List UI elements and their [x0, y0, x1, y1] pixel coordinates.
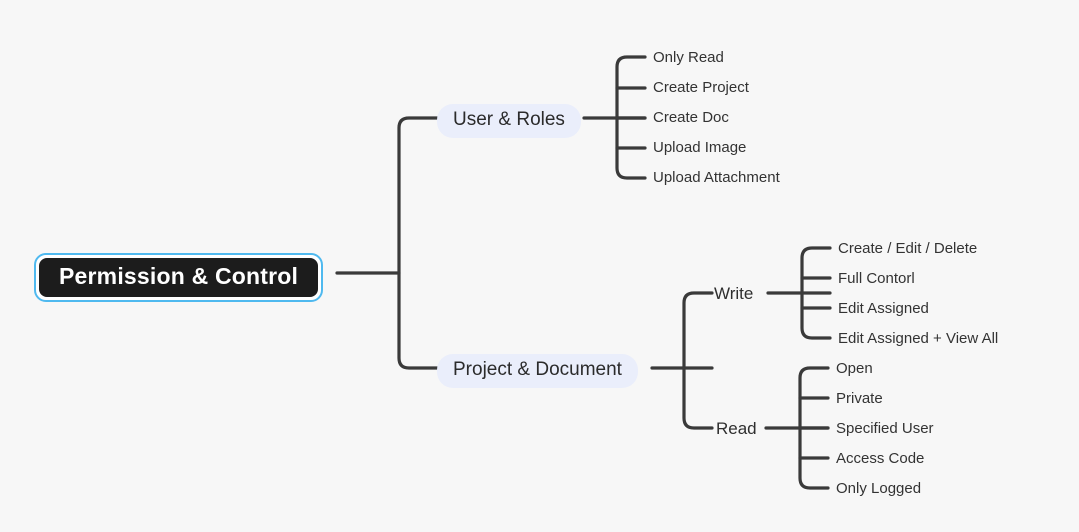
leaf-node-create-doc[interactable]: Create Doc: [653, 109, 729, 126]
leaf-node-create-edit-delete[interactable]: Create / Edit / Delete: [838, 240, 978, 257]
branch-node-user-roles[interactable]: User & Roles: [437, 104, 581, 138]
subbranch-node-write[interactable]: Write: [714, 284, 754, 303]
leaf-node-specified-user[interactable]: Specified User: [836, 420, 934, 437]
leaf-node-full-control[interactable]: Full Contorl: [838, 270, 915, 287]
subbranch-node-read[interactable]: Read: [716, 419, 757, 438]
root-node-label: Permission & Control: [39, 258, 319, 298]
leaf-node-upload-image[interactable]: Upload Image: [653, 139, 747, 156]
leaf-node-edit-assigned-view-all[interactable]: Edit Assigned + View All: [838, 330, 999, 347]
connector-users-spine: [615, 55, 647, 180]
leaf-node-only-logged[interactable]: Only Logged: [836, 480, 922, 497]
leaf-node-only-read[interactable]: Only Read: [653, 49, 724, 66]
leaf-node-edit-assigned[interactable]: Edit Assigned: [838, 300, 929, 317]
leaf-node-open[interactable]: Open: [836, 360, 873, 377]
connector-read-spine: [798, 366, 830, 490]
leaf-node-access-code[interactable]: Access Code: [836, 450, 925, 467]
leaf-node-create-project[interactable]: Create Project: [653, 79, 749, 96]
connector-trunk-branches: [397, 116, 439, 370]
root-node[interactable]: Permission & Control: [34, 253, 324, 303]
branch-node-project-document[interactable]: Project & Document: [437, 354, 638, 388]
connector-project-spine: [682, 291, 714, 430]
leaf-node-private[interactable]: Private: [836, 390, 883, 407]
connector-write-spine: [800, 246, 832, 340]
leaf-node-upload-attachment[interactable]: Upload Attachment: [653, 169, 780, 186]
